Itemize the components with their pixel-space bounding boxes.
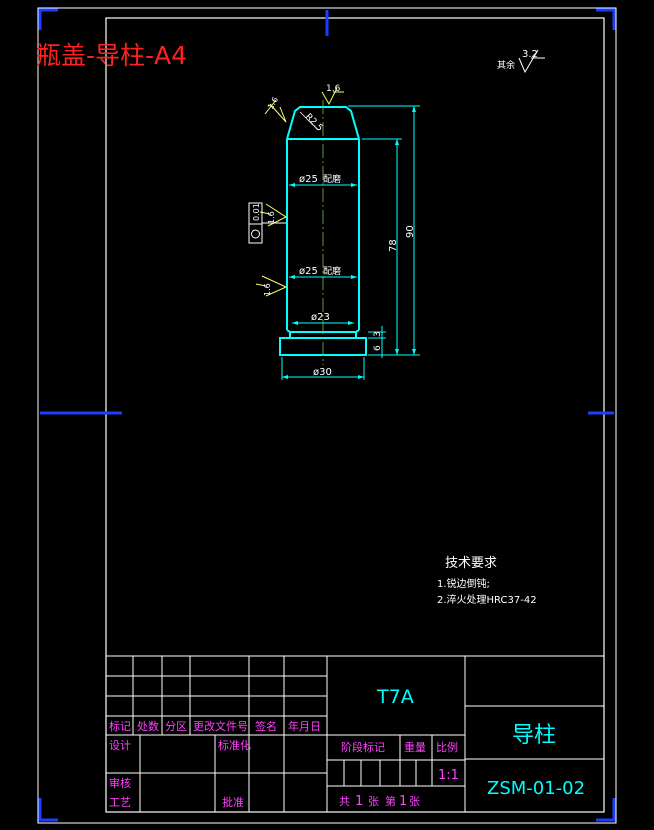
tb-h-zone: 分区 [165,720,187,733]
dim-len-78: 78 [388,239,399,252]
tb-total-prefix: 共 [339,795,350,808]
roughness-note-label: 其余 [497,59,515,71]
dim-fit-top: 配磨 [323,174,341,185]
tb-h-sign: 签名 [255,719,277,733]
drawing-name: 瓶盖-导柱-A4 [36,41,187,70]
tolerance-frame [248,202,286,244]
tech-req-item-1: 1.锐边倒钝; [437,577,490,590]
tb-h-date: 年月日 [288,719,321,733]
tech-req-item-2: 2.淬火处理HRC37-42 [437,593,537,606]
roughness-note-value: 3.2 [522,49,538,60]
tb-sheet-unit-b: 张 [409,795,420,808]
rough-chamfer: 1.6 [266,95,280,111]
tb-drawing-no: ZSM-01-02 [487,778,585,799]
roughness-symbols [255,87,344,297]
dim-len-90: 90 [405,225,416,238]
tb-h-doc: 更改文件号 [193,719,248,733]
rough-b: 1.6 [263,283,272,296]
rough-top: 1.6 [326,84,341,94]
dim-fit-mid: 配磨 [323,266,341,277]
tb-sheet-unit-a: 张 [368,795,379,808]
dia-dim-lines [281,184,365,380]
tb-scale-label: 比例 [436,740,458,754]
tb-sheet: 1 [399,794,407,809]
dim-dia-base: ø30 [313,367,332,378]
rough-a: 1.6 [267,211,276,224]
tb-review: 审核 [109,776,131,790]
tb-scale: 1:1 [438,768,459,783]
tb-design: 设计 [109,739,131,752]
tech-req-title: 技术要求 [445,556,497,571]
tolerance-value: 0.01 [252,203,261,221]
dim-dia-mid: ø25 [299,266,318,277]
tb-sheet-prefix: 第 [385,794,396,808]
dim-radius: R2.5 [303,112,325,134]
dim-dia-neck: ø23 [311,312,330,323]
dim-dia-top: ø25 [299,174,318,185]
tb-process: 工艺 [109,796,131,809]
tb-part-name: 导柱 [512,723,556,748]
tb-h-qty: 处数 [137,720,159,733]
tb-total: 1 [355,794,363,809]
tb-approve: 批准 [222,795,244,809]
title-block-grid [105,655,605,813]
dim-len-3: 3 [373,331,383,337]
tb-weight: 重量 [404,740,426,754]
dim-len-6: 6 [373,345,383,351]
part-outline [279,106,367,356]
length-dim-lines [348,105,420,358]
tb-h-mark: 标记 [109,719,131,733]
outer-frame [37,7,617,824]
roughness-note-symbol [518,49,539,74]
tb-stage-mark: 阶段标记 [341,740,385,754]
inner-frame [105,17,605,813]
tb-material: T7A [376,686,414,708]
centring-marks [38,8,616,822]
tb-standard: 标准化 [218,738,251,752]
